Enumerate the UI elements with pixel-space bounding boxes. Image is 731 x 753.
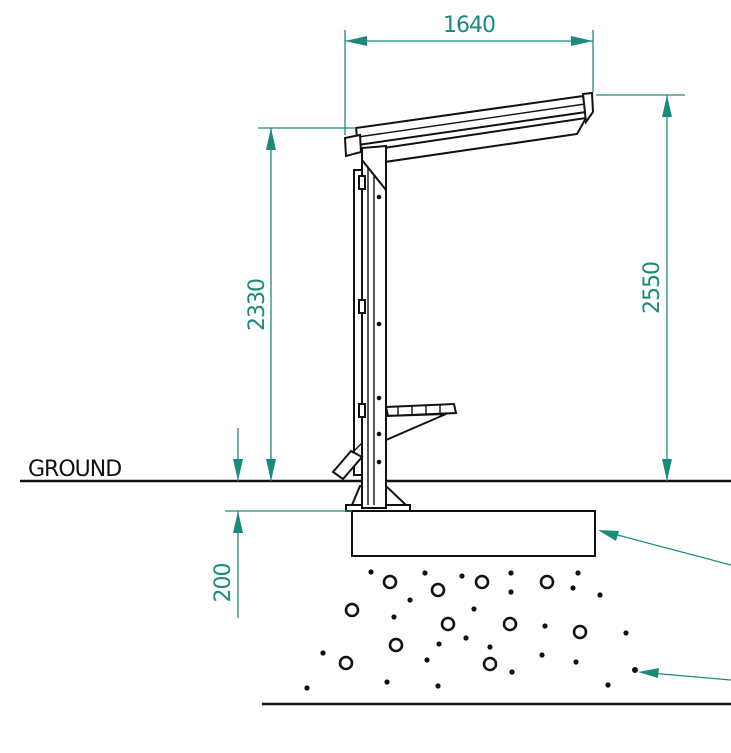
foundation-leader xyxy=(598,530,731,566)
roof-canopy xyxy=(343,91,595,193)
gravel xyxy=(304,569,638,691)
ground-label: GROUND xyxy=(28,457,121,482)
concrete-foundation xyxy=(351,510,596,557)
front-height-dimension-label: 2330 xyxy=(245,279,270,331)
foundation-depth-dimension xyxy=(225,428,352,618)
width-dimension xyxy=(344,30,594,135)
foundation-depth-dimension-label: 200 xyxy=(211,564,236,603)
back-height-dimension xyxy=(596,94,685,481)
back-height-dimension-label: 2550 xyxy=(640,262,665,314)
width-dimension-label: 1640 xyxy=(443,13,495,38)
foot-rest xyxy=(331,442,364,481)
bench xyxy=(384,402,458,442)
gravel-leader xyxy=(638,668,731,681)
front-height-dimension xyxy=(258,127,356,481)
